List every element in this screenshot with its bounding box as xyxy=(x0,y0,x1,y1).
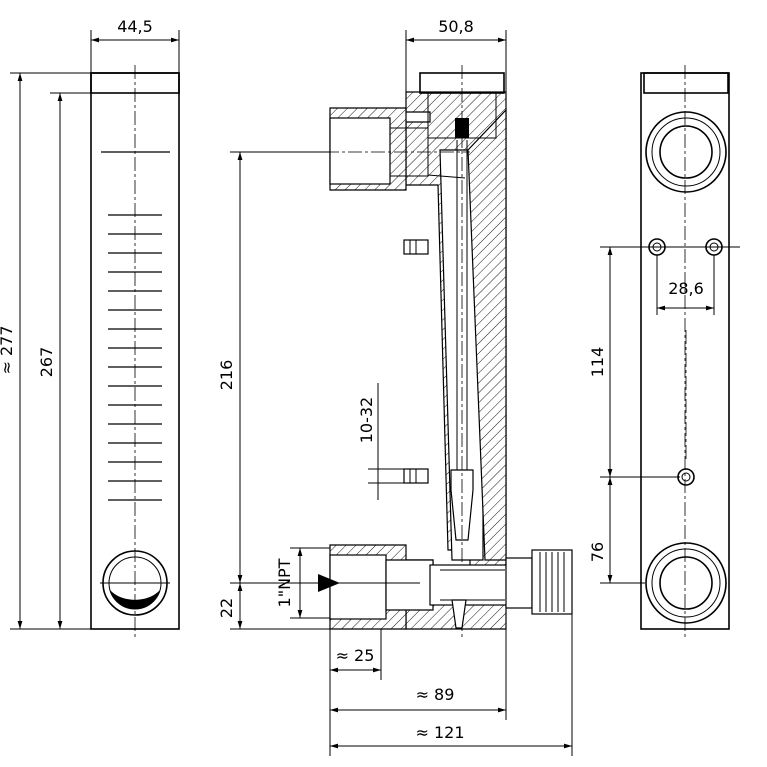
front-dimensions: 44,5 ≈ 277 267 xyxy=(0,17,180,630)
dim-bottom-mount-distance: 76 xyxy=(588,542,607,562)
mount-screw-upper xyxy=(403,239,429,255)
dim-bottom-offset: 22 xyxy=(217,598,236,618)
dim-thread-size: 1"NPT xyxy=(275,558,294,607)
front-port xyxy=(100,550,170,616)
dim-mount-thread: 10-32 xyxy=(357,397,376,444)
rear-view xyxy=(640,65,730,640)
rear-dimensions: 114 76 28,6 xyxy=(588,246,740,584)
dim-section-width: 50,8 xyxy=(438,17,474,36)
dim-front-width: 44,5 xyxy=(117,17,153,36)
rear-port-top xyxy=(645,111,727,193)
dim-scale-height: 267 xyxy=(37,347,56,378)
section-dimensions: 50,8 216 22 1"NPT 10-32 ≈ 25 ≈ 89 ≈ 121 xyxy=(217,17,573,756)
mount-hole-icon xyxy=(648,238,723,486)
dim-body-depth: ≈ 89 xyxy=(416,685,455,704)
front-view xyxy=(90,65,180,640)
dim-hole-spacing: 28,6 xyxy=(668,279,704,298)
dim-mount-spacing-vertical: 114 xyxy=(588,347,607,378)
dim-overall-height: ≈ 277 xyxy=(0,325,16,374)
mount-screw-lower xyxy=(403,468,429,484)
rear-port-bottom xyxy=(645,542,727,624)
scale-graduations xyxy=(101,151,170,501)
dim-inlet-length: ≈ 25 xyxy=(336,646,375,665)
dim-total-depth: ≈ 121 xyxy=(415,723,464,742)
section-view xyxy=(300,65,573,640)
dim-center-distance: 216 xyxy=(217,360,236,391)
